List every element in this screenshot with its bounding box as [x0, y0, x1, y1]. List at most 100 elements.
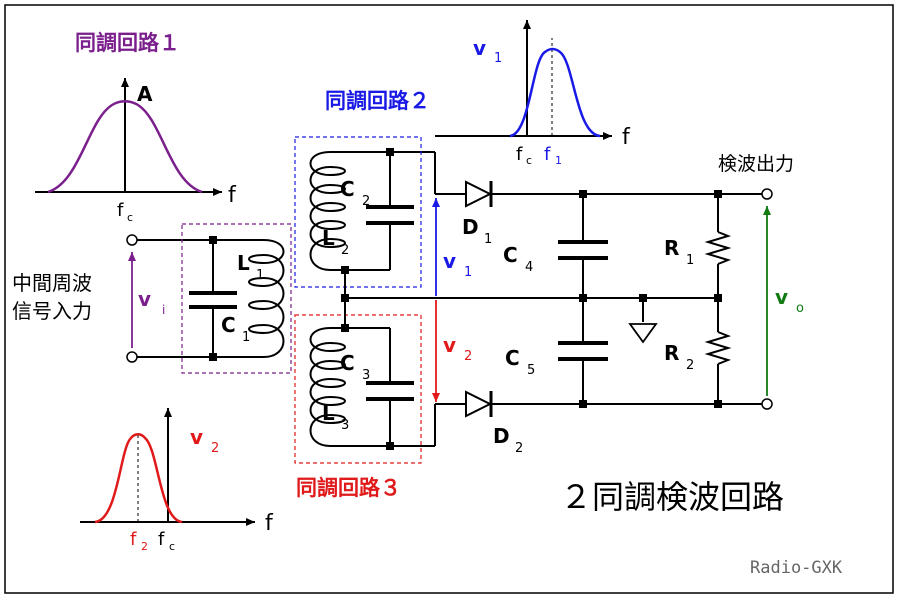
- r2-label: R: [664, 341, 679, 365]
- g1-tick: f: [117, 200, 124, 221]
- c3-label: C: [340, 351, 355, 375]
- d2-diode: [465, 390, 493, 418]
- d1-label: D: [462, 215, 479, 239]
- g2-ylabel: v: [473, 36, 486, 60]
- l1-coil: [248, 239, 285, 358]
- c5-plate-top: [558, 341, 608, 345]
- c5-plate-bottom: [558, 357, 608, 361]
- r2-resistor: [704, 331, 732, 365]
- g3-tick2: f: [158, 529, 165, 550]
- r1-resistor: [704, 231, 732, 265]
- tuned2-box: [294, 136, 422, 288]
- d1-diode: [465, 180, 493, 208]
- r1-label: R: [664, 236, 679, 260]
- vo-label-sub: o: [796, 301, 804, 316]
- c1-plate-top: [189, 291, 237, 295]
- vi-label: v: [138, 287, 151, 311]
- v2-label: v: [443, 333, 456, 357]
- g3-curve: [94, 433, 183, 524]
- junction: [714, 190, 722, 198]
- r2-label-sub: 2: [686, 358, 694, 373]
- d2-label-sub: 2: [515, 441, 523, 456]
- c5-label-sub: 5: [527, 363, 535, 378]
- g1-ylabel: A: [137, 82, 153, 106]
- detector-section: [432, 152, 773, 446]
- g2-tick1-sub: c: [526, 154, 532, 167]
- l1-label-sub: 1: [256, 268, 264, 283]
- d2-label: D: [493, 424, 510, 448]
- input-terminal-top: [126, 234, 138, 246]
- c3-plate-bottom: [366, 397, 414, 401]
- g3-ylabel-sub: 2: [211, 441, 219, 456]
- g2-xlabel: f: [622, 125, 631, 150]
- input-label-line2: 信号入力: [12, 299, 92, 323]
- junction: [341, 294, 349, 302]
- g3-tick1-sub: 2: [141, 540, 148, 553]
- v1-label: v: [443, 249, 456, 273]
- graph-tuned2: v 1 f f c f 1: [435, 20, 631, 167]
- junction: [714, 294, 722, 302]
- g3-tick2-sub: c: [169, 540, 175, 553]
- output-terminal-bottom: [761, 398, 773, 410]
- tuned3-section: [294, 314, 435, 464]
- v1-label-sub: 1: [464, 265, 472, 280]
- g3-tick1: f: [130, 529, 137, 550]
- junction: [579, 400, 587, 408]
- g2-curve: [509, 47, 601, 138]
- l2-label-sub: 2: [341, 243, 349, 258]
- junction: [209, 236, 217, 244]
- junction: [579, 294, 587, 302]
- output-label: 検波出力: [718, 153, 794, 175]
- g3-xlabel: f: [265, 511, 274, 536]
- c5-label: C: [505, 346, 520, 370]
- vi-label-sub: i: [162, 303, 165, 317]
- junction: [714, 400, 722, 408]
- diagram-title: ２同調検波回路: [560, 478, 784, 516]
- input-label-line1: 中間周波: [12, 271, 92, 295]
- label-tuned2: 同調回路２: [325, 89, 430, 113]
- output-terminal-top: [761, 188, 773, 200]
- junction: [639, 294, 647, 302]
- junction: [579, 190, 587, 198]
- g1-tick-sub: c: [127, 211, 133, 224]
- junction: [209, 353, 217, 361]
- l2-coil: [309, 151, 346, 271]
- label-tuned3: 同調回路３: [296, 476, 401, 500]
- g2-ylabel-sub: 1: [494, 51, 502, 66]
- junction: [386, 148, 394, 156]
- r1-label-sub: 1: [686, 253, 694, 268]
- c2-label: C: [340, 177, 355, 201]
- g2-tick2: f: [544, 144, 551, 165]
- c2-label-sub: 2: [362, 194, 370, 209]
- tuned1-box: [181, 223, 292, 374]
- c4-plate-bottom: [558, 256, 608, 260]
- c1-label: C: [221, 313, 236, 337]
- d1-label-sub: 1: [484, 232, 492, 247]
- l3-label: L: [322, 401, 335, 425]
- tuned3-box: [294, 314, 422, 464]
- g2-tick1: f: [516, 144, 523, 165]
- input-section: [126, 223, 292, 374]
- credit-text: Radio-GXK: [750, 558, 843, 578]
- g2-tick2-sub: 1: [555, 154, 562, 167]
- label-tuned1: 同調回路１: [75, 31, 180, 55]
- g1-curve: [47, 100, 203, 194]
- c3-label-sub: 3: [362, 368, 370, 383]
- vo-label: v: [775, 285, 788, 309]
- tuned2-section: [294, 136, 435, 288]
- c2-plate-top: [366, 205, 414, 209]
- graph-tuned1: A f f c: [35, 78, 237, 224]
- c4-label: C: [503, 243, 518, 267]
- g1-xlabel: f: [228, 183, 237, 208]
- ground-icon: [628, 323, 658, 344]
- c3-plate-top: [366, 381, 414, 385]
- c1-plate-bottom: [189, 305, 237, 309]
- v2-label-sub: 2: [464, 349, 472, 364]
- g3-ylabel: v: [190, 425, 203, 449]
- input-terminal-bottom: [126, 351, 138, 363]
- l1-label: L: [237, 251, 250, 275]
- frame-border: [4, 4, 894, 594]
- graph-tuned3: v 2 f f 2 f c: [80, 408, 274, 553]
